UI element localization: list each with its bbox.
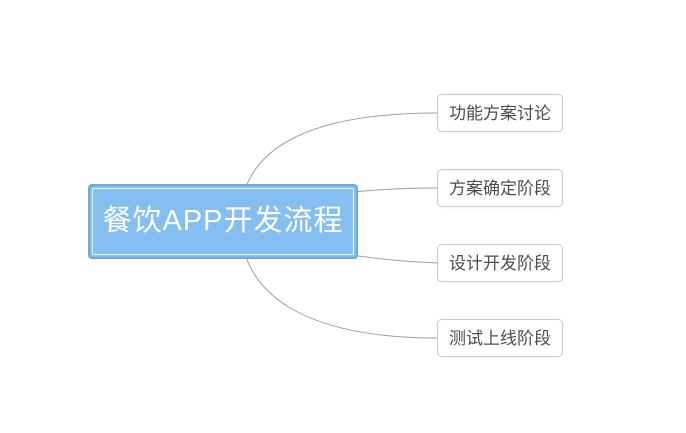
child-node-label: 设计开发阶段 [449,253,551,273]
root-node[interactable]: 餐饮APP开发流程 [88,184,358,259]
child-node-label: 测试上线阶段 [449,328,551,348]
child-node-label: 功能方案讨论 [449,103,551,123]
child-node-4[interactable]: 测试上线阶段 [437,319,563,357]
child-node-3[interactable]: 设计开发阶段 [437,244,563,282]
root-node-label: 餐饮APP开发流程 [102,205,344,237]
child-node-2[interactable]: 方案确定阶段 [437,169,563,207]
child-node-1[interactable]: 功能方案讨论 [437,94,563,132]
child-node-label: 方案确定阶段 [449,178,551,198]
